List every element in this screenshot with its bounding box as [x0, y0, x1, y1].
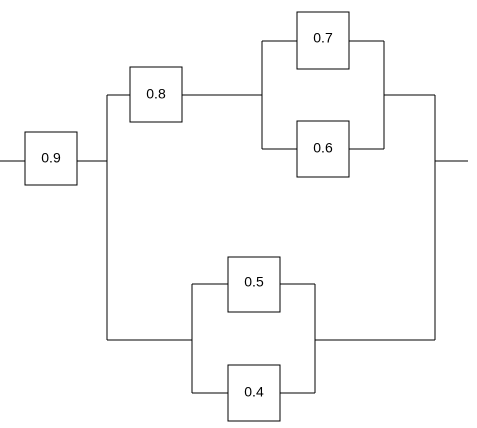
block-0-5-box	[227, 256, 281, 313]
wires	[0, 40, 468, 394]
block-0-6: 0.6	[296, 120, 350, 178]
block-0-6-label: 0.6	[313, 140, 333, 156]
block-0-7-label: 0.7	[313, 30, 333, 46]
block-0-8: 0.8	[129, 66, 183, 123]
block-0-6-box	[296, 120, 350, 178]
block-0-9: 0.9	[24, 131, 78, 186]
block-0-9-box	[24, 131, 78, 186]
block-0-4-label: 0.4	[244, 384, 264, 400]
block-0-7-box	[296, 11, 350, 70]
block-0-9-label: 0.9	[41, 150, 61, 166]
block-0-4: 0.4	[227, 364, 281, 422]
block-0-7: 0.7	[296, 11, 350, 70]
block-0-4-box	[227, 364, 281, 422]
block-0-8-box	[129, 66, 183, 123]
block-0-8-label: 0.8	[146, 86, 166, 102]
block-0-5: 0.5	[227, 256, 281, 313]
block-0-5-label: 0.5	[244, 274, 264, 290]
